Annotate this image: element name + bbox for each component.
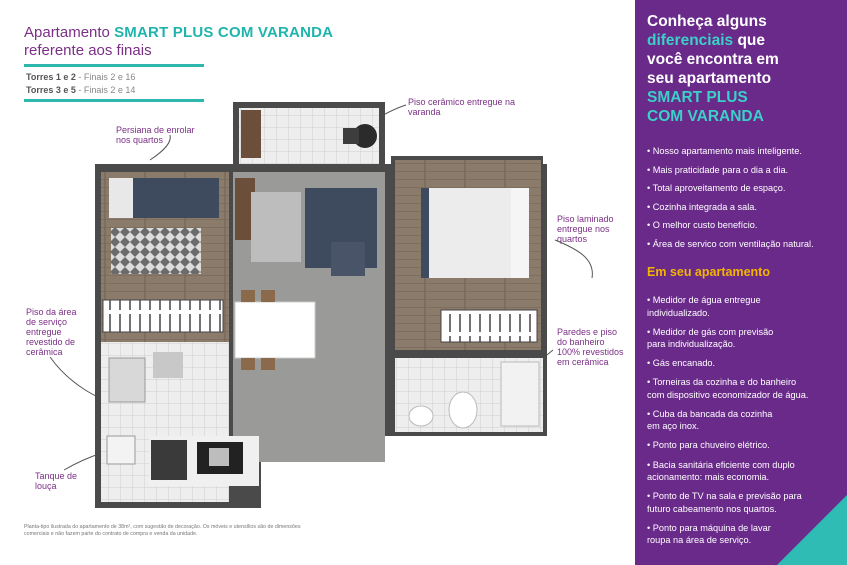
- laundry-tank: [106, 435, 136, 465]
- panel-title-line: COM VARANDA: [647, 108, 764, 125]
- floor-plan: [95, 102, 547, 508]
- divider-bottom: [24, 99, 204, 102]
- section-title: Em seu apartamento: [647, 265, 770, 279]
- service-cabinet: [153, 352, 183, 378]
- callout-tanque: Tanque de louça: [35, 471, 77, 491]
- towers-label: Torres 3 e 5: [26, 85, 76, 95]
- panel-title-line: seu apartamento: [647, 70, 772, 87]
- bathroom-shower: [500, 361, 540, 427]
- benefit-item: • Nosso apartamento mais inteligente.: [647, 146, 802, 156]
- towers-line-1: Torres 1 e 2 - Finais 2 e 16: [26, 72, 135, 82]
- callout-line: em cerâmica: [557, 357, 609, 367]
- towers-label: Torres 1 e 2: [26, 72, 76, 82]
- panel-title-line: Conheça alguns: [647, 13, 767, 30]
- features-panel: Conheça alguns diferenciais que você enc…: [635, 0, 847, 565]
- bedroom-1-rug: [111, 228, 201, 274]
- benefit-item: • Mais praticidade para o dia a dia.: [647, 164, 789, 175]
- callout-line: entregue: [26, 327, 62, 337]
- towers-line-2: Torres 3 e 5 - Finais 2 e 14: [26, 85, 135, 95]
- plan-title-prefix: Apartamento: [24, 24, 115, 41]
- callout-line: Piso cerâmico entregue na: [408, 97, 516, 107]
- callout-line: Paredes e piso: [557, 327, 618, 337]
- bedroom-1-pillow: [109, 178, 133, 218]
- callout-line: Tanque de: [35, 471, 78, 481]
- living-sofa-chaise: [331, 242, 365, 276]
- dining-chairs: [241, 290, 275, 370]
- kitchen-stove: [151, 440, 187, 480]
- bedroom-2-bed: [421, 188, 511, 278]
- callout-line: nos quartos: [116, 135, 164, 145]
- callout-piso-laminado: Piso laminado entregue nos quartos: [557, 214, 614, 244]
- bedroom-2-wardrobe: [440, 309, 538, 343]
- callout-line: entregue nos: [557, 224, 610, 234]
- callout-paredes: Paredes e piso do banheiro 100% revestid…: [557, 327, 624, 367]
- living-rug: [251, 192, 301, 262]
- benefit-item: • Área de servico com ventilação natural…: [647, 238, 814, 249]
- plan-subtitle: referente aos finais: [24, 42, 152, 59]
- towers-finals: - Finais 2 e 14: [75, 85, 136, 95]
- callout-line: Piso laminado: [557, 214, 614, 224]
- benefit-item: • Total aproveitamento de espaço.: [647, 183, 786, 193]
- dining-table: [234, 301, 316, 359]
- callout-line: quartos: [557, 234, 588, 244]
- bedroom-1-wardrobe: [102, 299, 224, 333]
- callout-line: louça: [35, 481, 57, 491]
- towers-finals: - Finais 2 e 16: [75, 72, 136, 82]
- leader-piso-laminado: [554, 239, 593, 279]
- feature-item: • Gás encanado.: [647, 358, 716, 369]
- plan-title: Apartamento SMART PLUS COM VARANDA: [24, 24, 333, 41]
- divider-top: [24, 64, 204, 67]
- panel-title: Conheça alguns diferenciais que você enc…: [647, 12, 842, 126]
- callout-line: Piso da área: [26, 307, 77, 317]
- bathroom-sink: [408, 405, 434, 427]
- panel-title-line: você encontra em: [647, 51, 779, 68]
- washing-machine: [108, 357, 146, 403]
- panel-title-highlight: diferenciais: [647, 32, 734, 49]
- callout-line: varanda: [408, 107, 441, 117]
- footnote: Planta-tipo ilustrada do apartamento de …: [24, 524, 301, 537]
- callout-piso-ceramico: Piso cerâmico entregue na varanda: [408, 97, 515, 117]
- callout-line: Persiana de enrolar: [116, 125, 195, 135]
- feature-item: • Ponto para chuveiro elétrico.: [647, 440, 770, 451]
- callout-persiana: Persiana de enrolar nos quartos: [116, 125, 195, 145]
- bathroom-toilet: [448, 391, 478, 429]
- callout-line: do banheiro: [557, 337, 605, 347]
- plan-title-highlight: SMART PLUS COM VARANDA: [114, 24, 334, 41]
- callout-line: cerâmica: [26, 347, 63, 357]
- balcony-bench: [241, 110, 261, 158]
- benefit-item: • Cozinha integrada a sala.: [647, 201, 757, 212]
- benefits-list: • Nosso apartamento mais inteligente. • …: [647, 145, 847, 256]
- benefit-item: • O melhor custo benefício.: [647, 220, 758, 230]
- callout-piso-servico: Piso da área de serviço entregue revesti…: [26, 307, 77, 357]
- panel-title-line: diferenciais que: [647, 31, 842, 50]
- panel-corner-accent: [777, 495, 847, 565]
- callout-line: de serviço: [26, 317, 68, 327]
- panel-title-suffix: que: [733, 32, 766, 49]
- bedroom-2-headboard: [421, 188, 429, 278]
- living-tv-stand: [235, 178, 255, 240]
- callout-line: revestido de: [26, 337, 76, 347]
- kitchen-sink: [209, 448, 229, 466]
- bedroom-2-pillows: [511, 188, 529, 278]
- callout-line: 100% revestidos: [557, 347, 624, 357]
- leader-persiana: [149, 134, 171, 161]
- balcony-table: [343, 128, 359, 144]
- panel-title-line: SMART PLUS: [647, 89, 748, 106]
